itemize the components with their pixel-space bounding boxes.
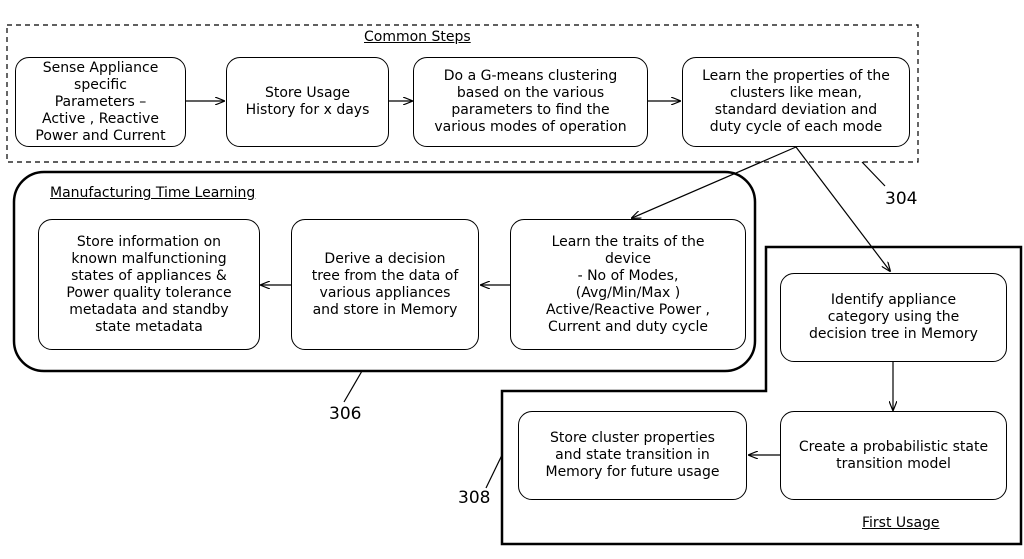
- arrow-props-to-traits: [632, 146, 797, 218]
- step-derive-tree: Derive a decision tree from the data of …: [291, 219, 479, 350]
- step-store-info: Store information on known malfunctionin…: [38, 219, 260, 350]
- common-steps-group: [6, 24, 919, 163]
- step-sense-parameters: Sense Appliance specific Parameters – Ac…: [15, 57, 186, 147]
- step-learn-traits: Learn the traits of the device - No of M…: [510, 219, 746, 350]
- first-usage-group: [500, 245, 1023, 546]
- leader-308: [485, 454, 503, 489]
- manufacturing-group: [12, 170, 757, 373]
- step-store-cluster: Store cluster properties and state trans…: [518, 411, 747, 500]
- step-learn-properties: Learn the properties of the clusters lik…: [682, 57, 910, 147]
- ref-308: 308: [458, 488, 491, 508]
- step-gmeans-clustering: Do a G-means clustering based on the var…: [413, 57, 648, 147]
- common-steps-label: Common Steps: [364, 29, 471, 45]
- arrow-props-to-identify: [795, 146, 890, 271]
- leader-306: [343, 370, 363, 403]
- step-create-model: Create a probabilistic state transition …: [780, 411, 1007, 500]
- step-identify-category: Identify appliance category using the de…: [780, 273, 1007, 362]
- first-usage-label: First Usage: [862, 515, 940, 531]
- ref-304: 304: [885, 189, 918, 209]
- ref-306: 306: [329, 404, 362, 424]
- manufacturing-label: Manufacturing Time Learning: [50, 185, 256, 201]
- step-store-usage: Store Usage History for x days: [226, 57, 389, 147]
- leader-304: [861, 161, 886, 187]
